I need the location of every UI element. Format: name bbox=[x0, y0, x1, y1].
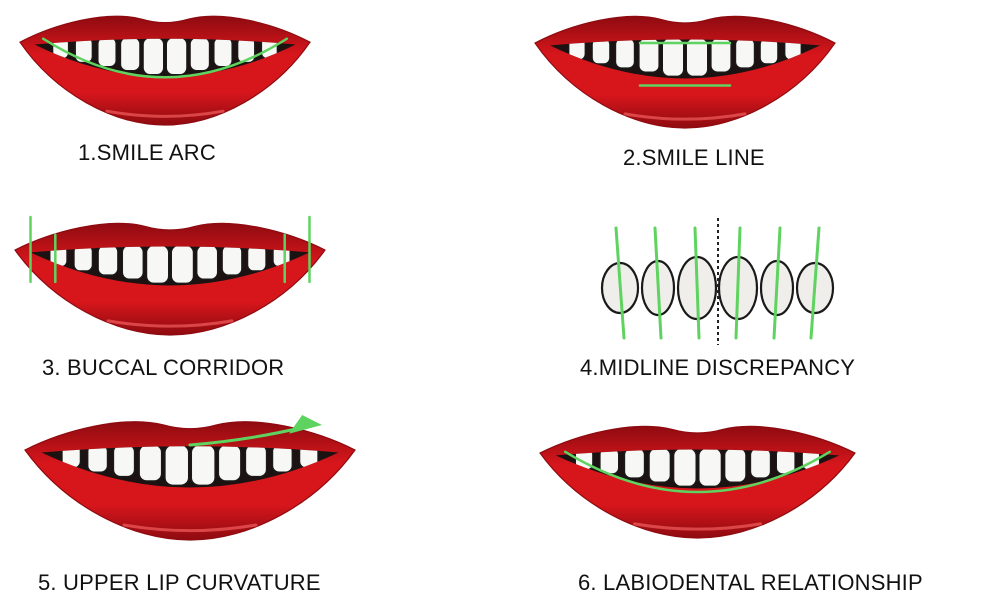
labiodental-relationship-lips-illustration bbox=[530, 405, 870, 545]
caption-smile-line: 2.SMILE LINE bbox=[623, 145, 765, 171]
panel-upper-lip-curvature: 5. UPPER LIP CURVATURE bbox=[0, 405, 380, 599]
panel-buccal-corridor: 3. BUCCAL CORRIDOR bbox=[0, 205, 340, 385]
tooth bbox=[649, 448, 670, 482]
tooth bbox=[214, 38, 232, 67]
tooth bbox=[166, 38, 187, 75]
caption-buccal-corridor: 3. BUCCAL CORRIDOR bbox=[42, 355, 284, 381]
midline-discrepancy-teeth-illustration bbox=[580, 210, 880, 350]
tooth bbox=[190, 38, 209, 71]
tooth-axis-line bbox=[695, 228, 699, 338]
caption-smile-arc: 1.SMILE ARC bbox=[78, 140, 216, 166]
tooth bbox=[98, 38, 116, 67]
panel-smile-arc: 1.SMILE ARC bbox=[0, 0, 330, 180]
panel-labiodental-relationship: 6. LABIODENTAL RELATIONSHIP bbox=[530, 405, 984, 599]
tooth bbox=[750, 448, 770, 478]
panel-smile-line: 2.SMILE LINE bbox=[510, 0, 860, 180]
caption-midline-discrepancy: 4.MIDLINE DISCREPANCY bbox=[580, 355, 855, 381]
smile-arc-lips-illustration bbox=[0, 0, 330, 140]
tooth bbox=[74, 245, 92, 271]
tooth bbox=[624, 448, 644, 478]
tooth bbox=[122, 245, 143, 279]
tooth bbox=[760, 38, 778, 64]
tooth bbox=[674, 448, 697, 486]
tooth bbox=[139, 445, 161, 481]
smile-line-lips-illustration bbox=[510, 0, 860, 140]
tooth bbox=[147, 245, 169, 283]
tooth bbox=[248, 245, 266, 271]
tooth bbox=[98, 245, 118, 275]
tooth bbox=[222, 245, 242, 275]
tooth bbox=[273, 445, 293, 472]
upper-lip-curvature-lips-illustration bbox=[0, 405, 380, 545]
tooth bbox=[113, 445, 134, 477]
tooth bbox=[120, 38, 139, 71]
tooth bbox=[218, 445, 240, 481]
buccal-corridor-lips-illustration bbox=[0, 205, 340, 345]
caption-upper-lip-curvature: 5. UPPER LIP CURVATURE bbox=[38, 570, 321, 596]
tooth bbox=[197, 245, 218, 279]
tooth bbox=[143, 38, 164, 75]
tooth bbox=[171, 245, 193, 283]
tooth bbox=[88, 445, 108, 472]
tooth bbox=[616, 38, 635, 68]
tooth bbox=[245, 445, 266, 477]
tooth bbox=[165, 445, 189, 485]
tooth bbox=[736, 38, 755, 68]
tooth bbox=[725, 448, 746, 482]
tooth bbox=[191, 445, 215, 485]
tooth bbox=[699, 448, 722, 486]
tooth-axis-line bbox=[736, 228, 740, 338]
caption-labiodental-relationship: 6. LABIODENTAL RELATIONSHIP bbox=[578, 570, 923, 596]
tooth bbox=[592, 38, 610, 64]
panel-midline-discrepancy: 4.MIDLINE DISCREPANCY bbox=[560, 205, 920, 385]
